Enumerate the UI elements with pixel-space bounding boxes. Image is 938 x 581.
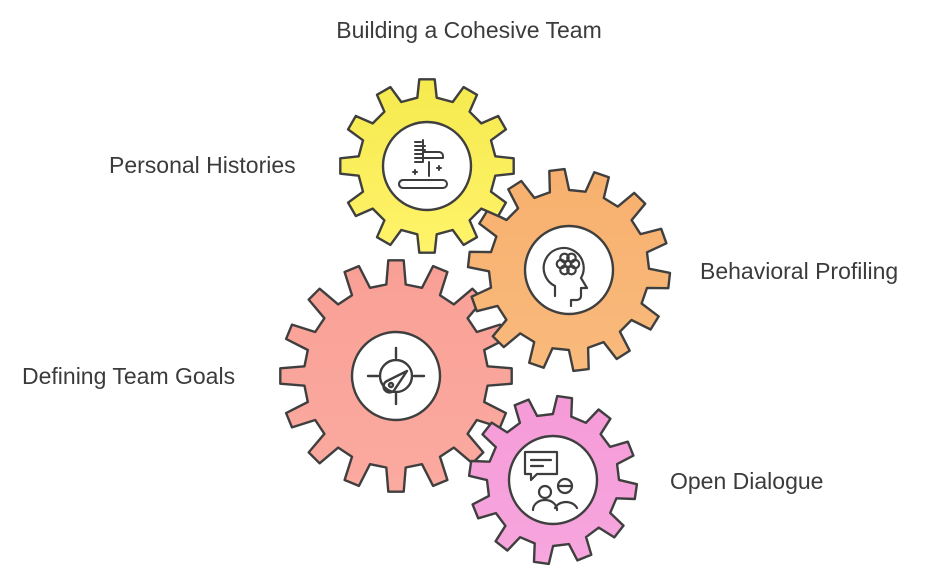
gear-personal-histories-hub [381,120,473,212]
chat-people-icon [523,450,579,512]
diagram-title: Building a Cohesive Team [336,17,602,43]
gear-defining-team-goals [279,259,513,493]
label-open-dialogue: Open Dialogue [670,468,824,494]
gear-personal-histories [339,78,515,254]
head-flower-icon [542,246,589,308]
document-history-icon [398,139,448,189]
gear-open-dialogue-hub [507,434,599,526]
label-behavioral-profiling: Behavioral Profiling [700,258,899,284]
label-personal-histories: Personal Histories [109,152,296,178]
target-gauge-icon [366,346,426,406]
gear-open-dialogue [467,394,639,566]
gear-behavioral-profiling [466,167,672,373]
label-defining-team-goals: Defining Team Goals [22,363,236,389]
